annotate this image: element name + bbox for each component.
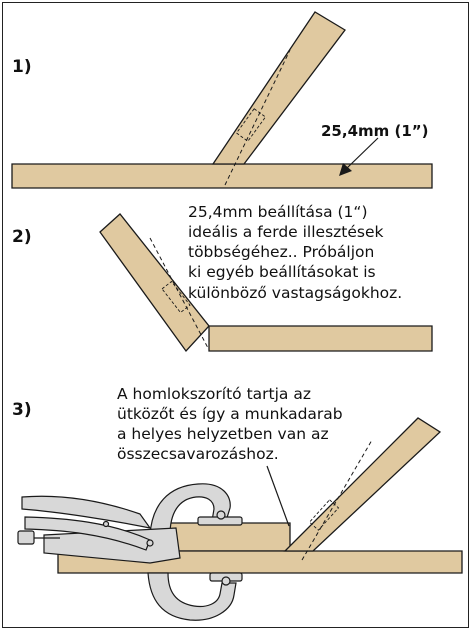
step3-screw-axis [301, 439, 373, 561]
clamp-note-line: A homlokszorító tartja az [117, 385, 311, 403]
step-2-label: 2) [12, 227, 32, 247]
step2-base-board [208, 325, 433, 352]
setting-note-line: ki egyéb beállításokat is [188, 263, 376, 281]
step1-screw-axis [224, 49, 291, 186]
step3-angled-board [283, 417, 442, 552]
clamp-note-line: a helyes helyzetben van az [117, 425, 329, 443]
figure-border [2, 2, 469, 628]
step2-assembly [99, 213, 433, 353]
setting-note-line: 25,4mm beállítása (1“) [188, 203, 368, 221]
step3-leader-line [266, 465, 290, 527]
step1-base-board [11, 163, 433, 189]
setting-note-line: többségéhez.. Próbáljon [188, 243, 375, 261]
dimension-label: 25,4mm (1”) [321, 122, 429, 140]
clamp-note-line: összecsavarozáshoz. [117, 445, 279, 463]
clamp-note-line: ütközőt és így a munkadarab [117, 405, 343, 423]
step-1-label: 1) [12, 57, 32, 77]
step-3-label: 3) [12, 400, 32, 420]
step2-pocket-hole [161, 280, 191, 314]
step1-assembly [11, 11, 433, 189]
clamp-icon [17, 483, 243, 621]
step2-angled-board [99, 213, 210, 353]
step3-stop-board [169, 522, 291, 552]
arrow-icon [339, 137, 379, 176]
setting-note-line: ideális a ferde illesztések [188, 223, 384, 241]
step1-angled-board [211, 11, 346, 165]
setting-note-line: különböző vastagságokhoz. [188, 284, 403, 302]
step3-pocket-hole [308, 499, 340, 531]
